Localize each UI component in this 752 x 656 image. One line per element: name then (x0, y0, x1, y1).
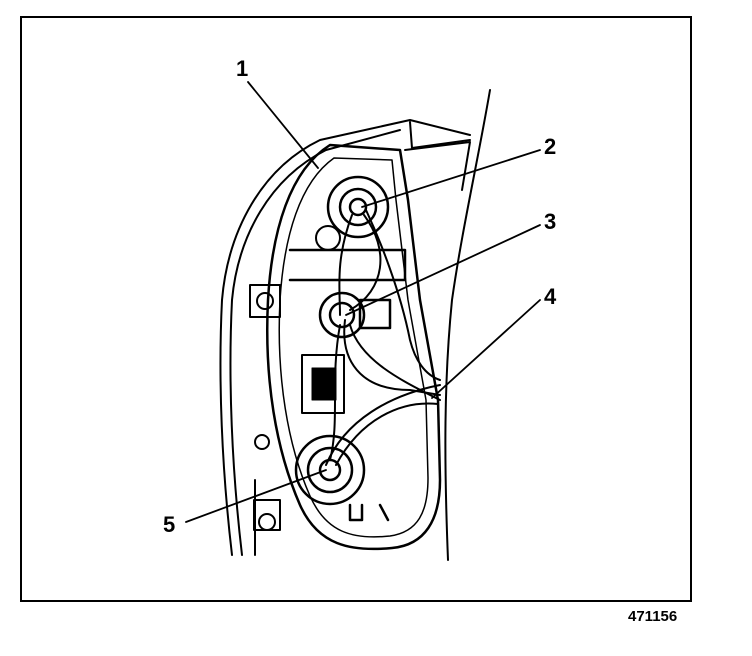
callout-5: 5 (163, 512, 176, 537)
leader-line-5 (185, 469, 327, 523)
leader-line-1 (247, 81, 319, 169)
leader-line-3 (345, 224, 541, 316)
leader-lines (185, 81, 541, 523)
bulb-socket-middle (318, 291, 392, 339)
callout-4: 4 (544, 284, 557, 309)
callout-1: 1 (236, 56, 249, 81)
bulb-socket-upper (326, 175, 390, 239)
diagram-frame (20, 16, 692, 602)
figure-number: 471156 (628, 608, 678, 625)
lamp-housing (249, 143, 442, 551)
body-panel (219, 89, 491, 561)
leader-line-2 (361, 149, 541, 208)
callout-3: 3 (544, 209, 557, 234)
wiring-harness (325, 209, 441, 466)
callout-2: 2 (544, 134, 557, 159)
leader-line-4 (431, 299, 541, 399)
bulb-socket-lower (294, 434, 366, 506)
